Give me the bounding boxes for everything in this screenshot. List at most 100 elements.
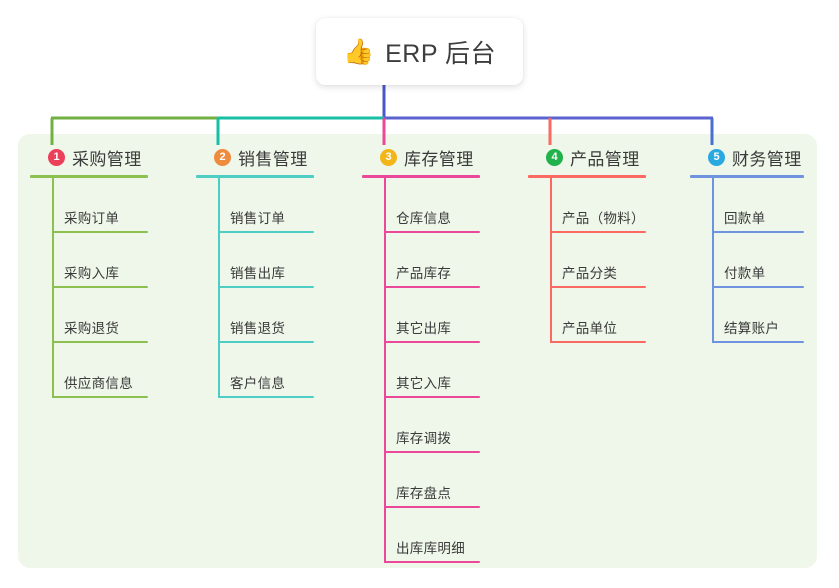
branch-item-underline — [52, 286, 148, 288]
branch-spine — [712, 178, 714, 343]
branch-number-badge: 2 — [214, 148, 231, 166]
branch-item[interactable]: 产品单位 — [528, 288, 646, 343]
branch-item[interactable]: 仓库信息 — [362, 178, 480, 233]
branch-title: 销售管理 — [238, 149, 308, 169]
branch-item[interactable]: 供应商信息 — [30, 343, 148, 398]
branch-item-underline — [550, 341, 646, 343]
branch-item-underline — [384, 451, 480, 453]
branch-item-label: 销售订单 — [230, 211, 286, 226]
branch-item-list: 仓库信息产品库存其它出库其它入库库存调拨库存盘点出库库明细 — [362, 178, 480, 563]
branch-item-underline — [218, 286, 314, 288]
thumbs-up-icon: 👍 — [342, 37, 375, 66]
branch-item-label: 销售退货 — [230, 321, 286, 336]
branch-item-underline — [550, 231, 646, 233]
branch-item-underline — [550, 286, 646, 288]
branch-item[interactable]: 采购退货 — [30, 288, 148, 343]
branch-item-label: 其它入库 — [396, 376, 452, 391]
branch-underline — [690, 175, 804, 178]
branch-item-underline — [384, 286, 480, 288]
branch-item-underline — [712, 286, 804, 288]
branch-underline — [528, 175, 646, 178]
branch-header-1[interactable]: 1 采购管理 — [30, 145, 148, 169]
branch-spine — [52, 178, 54, 398]
branch-item[interactable]: 库存调拨 — [362, 398, 480, 453]
branch-item-label: 仓库信息 — [396, 211, 452, 226]
branch-item[interactable]: 采购入库 — [30, 233, 148, 288]
branch-item[interactable]: 结算账户 — [690, 288, 804, 343]
branch-title: 财务管理 — [732, 149, 802, 169]
branch-item-label: 产品库存 — [396, 266, 452, 281]
branch-item-label: 产品（物料） — [562, 211, 645, 226]
branch-spine — [384, 178, 386, 563]
branch-title: 库存管理 — [404, 149, 474, 169]
branch-item-label: 回款单 — [724, 211, 766, 226]
branch-header-4[interactable]: 4 产品管理 — [528, 145, 646, 169]
branch-item-label: 销售出库 — [230, 266, 286, 281]
branch-item-label: 付款单 — [724, 266, 766, 281]
branch-item-label: 出库库明细 — [396, 541, 465, 556]
branch-column-3: 3 库存管理仓库信息产品库存其它出库其它入库库存调拨库存盘点出库库明细 — [362, 145, 480, 563]
branch-item[interactable]: 销售订单 — [196, 178, 314, 233]
branch-item[interactable]: 销售退货 — [196, 288, 314, 343]
branch-item-underline — [218, 396, 314, 398]
root-node[interactable]: 👍 ERP 后台 — [316, 18, 523, 85]
branch-item[interactable]: 付款单 — [690, 233, 804, 288]
root-title: ERP 后台 — [385, 39, 497, 68]
branch-item-underline — [384, 396, 480, 398]
branch-item-label: 产品单位 — [562, 321, 618, 336]
branch-column-2: 2 销售管理销售订单销售出库销售退货客户信息 — [196, 145, 314, 398]
branch-item[interactable]: 采购订单 — [30, 178, 148, 233]
branch-item-label: 采购入库 — [64, 266, 120, 281]
branch-item-underline — [384, 341, 480, 343]
branch-number-badge: 1 — [48, 148, 65, 166]
branch-item-label: 结算账户 — [724, 321, 780, 336]
branch-number-badge: 4 — [546, 148, 563, 166]
branch-item-label: 其它出库 — [396, 321, 452, 336]
branch-item[interactable]: 产品（物料） — [528, 178, 646, 233]
branch-title: 产品管理 — [570, 149, 640, 169]
branch-item-underline — [712, 231, 804, 233]
branch-underline — [362, 175, 480, 178]
branch-item-list: 回款单付款单结算账户 — [690, 178, 804, 343]
branch-title: 采购管理 — [72, 149, 142, 169]
branch-item[interactable]: 销售出库 — [196, 233, 314, 288]
root-node-content: 👍 ERP 后台 — [343, 34, 496, 70]
branch-underline — [30, 175, 148, 178]
branch-item-underline — [384, 561, 480, 563]
branch-item-label: 采购订单 — [64, 211, 120, 226]
branch-header-3[interactable]: 3 库存管理 — [362, 145, 480, 169]
branch-item-underline — [384, 231, 480, 233]
branch-spine — [550, 178, 552, 343]
branch-item-label: 供应商信息 — [64, 376, 133, 391]
branch-number-badge: 3 — [380, 148, 397, 166]
branch-item[interactable]: 产品库存 — [362, 233, 480, 288]
branch-item-underline — [52, 341, 148, 343]
branch-column-1: 1 采购管理采购订单采购入库采购退货供应商信息 — [30, 145, 148, 398]
branch-item-underline — [52, 231, 148, 233]
branch-item-label: 库存盘点 — [396, 486, 452, 501]
branch-header-2[interactable]: 2 销售管理 — [196, 145, 314, 169]
branch-spine — [218, 178, 220, 398]
branch-item-underline — [218, 341, 314, 343]
branch-item-list: 产品（物料） 产品分类产品单位 — [528, 178, 646, 343]
branch-item[interactable]: 其它入库 — [362, 343, 480, 398]
branch-item-underline — [384, 506, 480, 508]
branch-item-underline — [712, 341, 804, 343]
branch-item[interactable]: 出库库明细 — [362, 508, 480, 563]
branch-item-list: 销售订单销售出库销售退货客户信息 — [196, 178, 314, 398]
branch-item[interactable]: 产品分类 — [528, 233, 646, 288]
branch-item-label: 客户信息 — [230, 376, 286, 391]
branch-item-underline — [218, 231, 314, 233]
branch-item[interactable]: 客户信息 — [196, 343, 314, 398]
branch-item-underline — [52, 396, 148, 398]
branch-item[interactable]: 库存盘点 — [362, 453, 480, 508]
branch-item-list: 采购订单采购入库采购退货供应商信息 — [30, 178, 148, 398]
branch-underline — [196, 175, 314, 178]
branch-item-label: 库存调拨 — [396, 431, 452, 446]
branch-item[interactable]: 回款单 — [690, 178, 804, 233]
branch-item[interactable]: 其它出库 — [362, 288, 480, 343]
branch-item-label: 采购退货 — [64, 321, 120, 336]
